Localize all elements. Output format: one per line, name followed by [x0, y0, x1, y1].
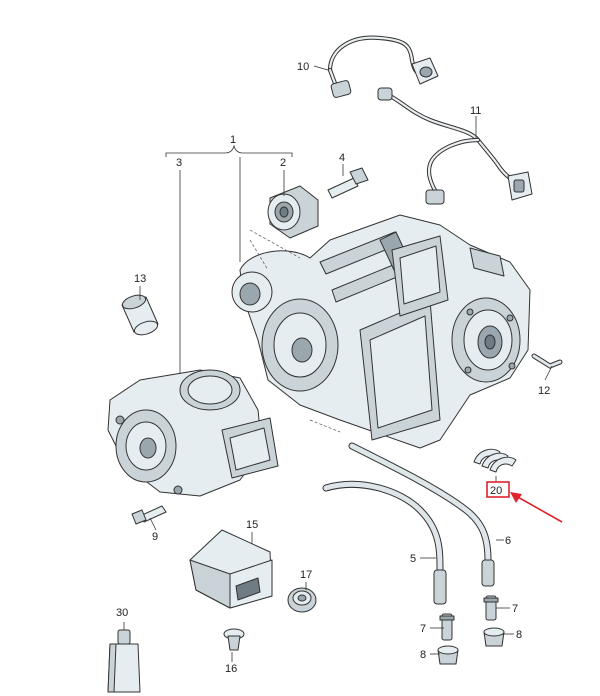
seal-17	[287, 587, 317, 613]
highlight-box	[486, 481, 510, 498]
callout-7-right: 7	[512, 603, 518, 615]
callout-8-right: 8	[516, 629, 522, 641]
callout-11: 11	[470, 105, 481, 117]
cap-8-right	[483, 627, 505, 647]
pipe-12	[531, 353, 563, 369]
cap-8-left	[437, 645, 459, 665]
mount-2	[267, 185, 319, 239]
bracket-1	[165, 144, 293, 157]
callout-20: 20	[490, 485, 502, 497]
fitting-7-right	[483, 595, 499, 621]
callout-10: 10	[297, 61, 309, 73]
wiring-harness-11	[377, 87, 533, 205]
hose-6	[348, 442, 495, 587]
box-15	[189, 529, 273, 609]
callout-1: 1	[230, 134, 236, 146]
bushing-13	[121, 294, 159, 336]
transmission-housing	[231, 214, 531, 449]
housing-3	[107, 369, 279, 497]
callout-16: 16	[225, 663, 237, 675]
bolt-4	[327, 167, 369, 199]
wiring-harness-10	[327, 35, 439, 98]
pointer-arrow	[515, 495, 563, 523]
callout-12: 12	[538, 385, 550, 397]
clips-20	[473, 448, 517, 473]
callout-2: 2	[280, 157, 286, 169]
callout-4: 4	[339, 152, 345, 164]
leader-lines	[123, 65, 553, 662]
oil-bottle-30	[107, 629, 141, 693]
pointer-arrowhead	[510, 492, 522, 503]
callout-7-left: 7	[420, 623, 426, 635]
callout-5: 5	[410, 553, 416, 565]
callout-6: 6	[505, 535, 511, 547]
callout-9: 9	[152, 531, 158, 543]
callout-3: 3	[176, 157, 182, 169]
plug-16	[223, 628, 245, 651]
callout-15: 15	[246, 519, 258, 531]
callout-30: 30	[116, 607, 128, 619]
callout-17: 17	[300, 569, 312, 581]
fitting-7-left	[439, 613, 455, 641]
hose-5	[322, 480, 447, 605]
callout-8-left: 8	[420, 649, 426, 661]
callout-numbers: 10 11 1 3 2 4 13 12 9 5 6 7 7 8 8 15 17 …	[116, 61, 550, 675]
highlight-20	[486, 481, 563, 523]
callout-13: 13	[134, 273, 146, 285]
bolt-9	[131, 505, 167, 525]
